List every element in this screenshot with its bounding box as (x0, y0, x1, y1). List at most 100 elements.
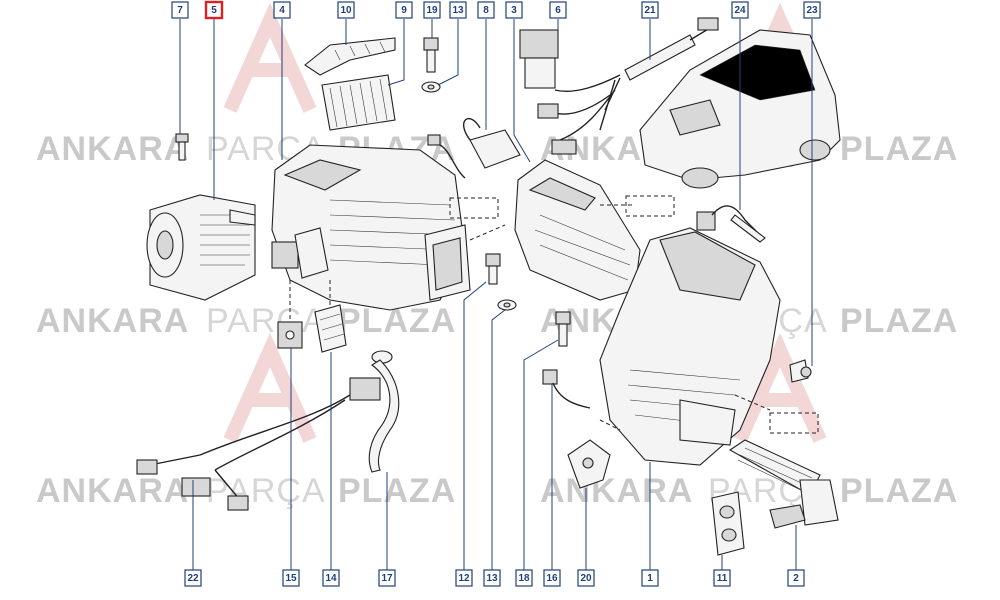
part-blower-fan-5 (146, 194, 256, 301)
callout-box (322, 569, 340, 587)
callout-21: 21 (641, 1, 659, 19)
callout-18: 18 (515, 569, 533, 587)
callout-box (171, 1, 189, 19)
leader-line-18 (523, 339, 559, 571)
callout-number: 1 (647, 573, 653, 584)
part-hvac-housing-1 (599, 227, 809, 466)
watermark-word-parca: PARÇA (206, 472, 326, 510)
leader-line-9 (387, 19, 405, 86)
callout-11: 11 (713, 569, 731, 587)
watermark-row-3-right: ANKARA PARÇA PLAZA (540, 472, 957, 510)
callout-box (378, 569, 396, 587)
callout-box (337, 1, 355, 19)
part-harness-22 (136, 377, 381, 511)
part-actuator-15-top (271, 241, 299, 269)
callout-box (282, 569, 300, 587)
callout-box (787, 569, 805, 587)
callout-23: 23 (803, 1, 821, 19)
part-harness-6 (519, 29, 621, 155)
part-washer-13-top (421, 81, 441, 93)
callout-box (515, 569, 533, 587)
leader-lines (179, 19, 813, 571)
callout-17: 17 (378, 569, 396, 587)
callout-box (204, 0, 224, 20)
callout-6: 6 (549, 1, 567, 19)
callout-number: 21 (644, 5, 656, 16)
callout-number: 7 (177, 5, 183, 16)
callout-box (731, 1, 749, 19)
part-harness-21 (599, 17, 719, 131)
callout-13: 13 (483, 569, 501, 587)
watermark-word-parca: PARÇA (206, 302, 326, 340)
watermark-word-ankara: ANKARA (540, 472, 693, 510)
callout-number: 5 (211, 5, 217, 16)
callout-15: 15 (282, 569, 300, 587)
callout-number: 3 (511, 5, 517, 16)
callout-box (549, 1, 567, 19)
parts-layer (136, 17, 841, 556)
part-foam-14 (314, 304, 347, 353)
part-heater-core-2 (728, 439, 839, 529)
callout-number: 10 (340, 5, 352, 16)
callout-box (273, 1, 291, 19)
callout-box (641, 1, 659, 19)
callout-5: 5 (204, 0, 224, 20)
callout-number: 14 (325, 573, 337, 584)
callout-box (713, 569, 731, 587)
part-switch-11 (711, 491, 745, 556)
dashed-frame (625, 195, 675, 217)
callout-box (184, 569, 202, 587)
callout-box (543, 569, 561, 587)
callout-10: 10 (337, 1, 355, 19)
watermark-row-3-left: ANKARA PARÇA PLAZA (36, 472, 456, 510)
leader-line-13-top (437, 19, 459, 86)
watermark-word-plaza: PLAZA (840, 130, 958, 168)
callout-8: 8 (477, 1, 495, 19)
callout-number: 23 (806, 5, 818, 16)
callout-box (803, 1, 821, 19)
callout-number: 16 (546, 573, 558, 584)
callout-16: 16 (543, 569, 561, 587)
part-actuator-20 (567, 439, 611, 489)
part-air-duct-3 (514, 159, 641, 301)
callout-24: 24 (731, 1, 749, 19)
part-bolt-19 (423, 37, 439, 73)
callout-4: 4 (273, 1, 291, 19)
callout-number: 15 (285, 573, 297, 584)
callout-2: 2 (787, 569, 805, 587)
callout-number: 8 (483, 5, 489, 16)
callout-9: 9 (395, 1, 413, 19)
callout-number: 11 (717, 573, 728, 584)
dashed-frame (769, 412, 819, 434)
part-foam-14-top (294, 227, 329, 279)
leader-line-12 (463, 281, 487, 571)
dashed-frame (449, 197, 499, 219)
watermark-word-ankara: ANKARA (36, 302, 189, 340)
part-bracket-10 (304, 37, 396, 76)
watermark-word-plaza: PLAZA (840, 302, 958, 340)
callout-number: 19 (426, 5, 438, 16)
part-drain-hose-17 (368, 350, 400, 473)
part-plug-23 (800, 366, 812, 378)
callout-number: 17 (381, 573, 393, 584)
callout-box (641, 569, 659, 587)
part-sensor-8 (427, 117, 521, 179)
leader-line-3 (513, 19, 531, 163)
callout-box (505, 1, 523, 19)
callout-number: 13 (486, 573, 498, 584)
callout-box (449, 1, 467, 19)
callout-number: 4 (279, 5, 285, 16)
callout-7: 7 (171, 1, 189, 19)
callout-box (577, 569, 595, 587)
watermark-word-ankara: ANKARA (36, 472, 189, 510)
part-filter-9 (321, 74, 396, 131)
watermark-word-plaza: PLAZA (338, 472, 456, 510)
dashed-arrow (469, 204, 635, 241)
callout-1: 1 (641, 569, 659, 587)
part-washer-13-bottom (497, 299, 517, 311)
callout-number: 18 (518, 573, 530, 584)
callout-20: 20 (577, 569, 595, 587)
callout-12: 12 (455, 569, 473, 587)
callout-box (423, 1, 441, 19)
